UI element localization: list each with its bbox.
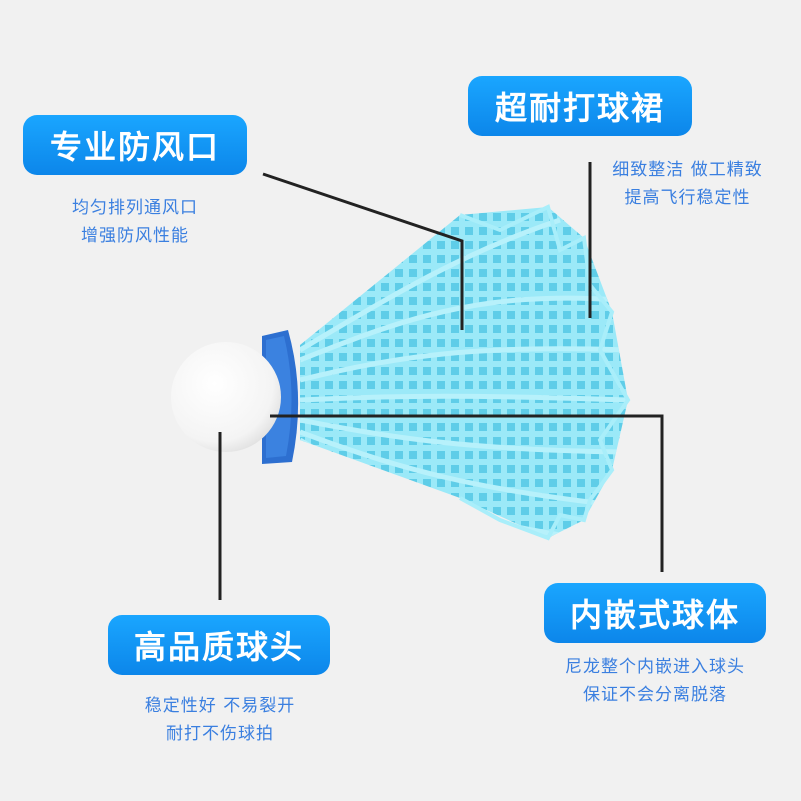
- feature-desc-line: 细致整洁 做工精致: [612, 160, 763, 180]
- feature-desc-line: 保证不会分离脱落: [583, 685, 727, 705]
- feature-desc-vent: 均匀排列通风口 增强防风性能: [23, 194, 247, 250]
- leader-line-vent: [262, 172, 464, 330]
- feature-desc-body: 尼龙整个内嵌进入球头 保证不会分离脱落: [530, 653, 780, 709]
- leader-lines: [218, 162, 664, 600]
- feature-desc-head: 稳定性好 不易裂开 耐打不伤球拍: [100, 692, 340, 748]
- feature-desc-line: 均匀排列通风口: [72, 198, 198, 218]
- feature-desc-line: 增强防风性能: [81, 226, 189, 246]
- feature-desc-line: 稳定性好 不易裂开: [144, 696, 296, 716]
- feature-desc-line: 耐打不伤球拍: [166, 724, 274, 744]
- feature-badge-vent: 专业防风口: [23, 115, 247, 175]
- feature-badge-skirt: 超耐打球裙: [468, 76, 692, 136]
- leader-line-body: [270, 414, 664, 572]
- feature-desc-line: 提高飞行稳定性: [624, 188, 751, 208]
- feature-desc-line: 尼龙整个内嵌进入球头: [565, 657, 745, 677]
- feature-badge-body: 内嵌式球体: [544, 583, 766, 643]
- feature-badge-head: 高品质球头: [108, 615, 330, 675]
- shuttlecock-skirt: [300, 204, 631, 541]
- shuttlecock-cork: [171, 342, 281, 452]
- feature-desc-skirt: 细致整洁 做工精致 提高飞行稳定性: [580, 156, 795, 212]
